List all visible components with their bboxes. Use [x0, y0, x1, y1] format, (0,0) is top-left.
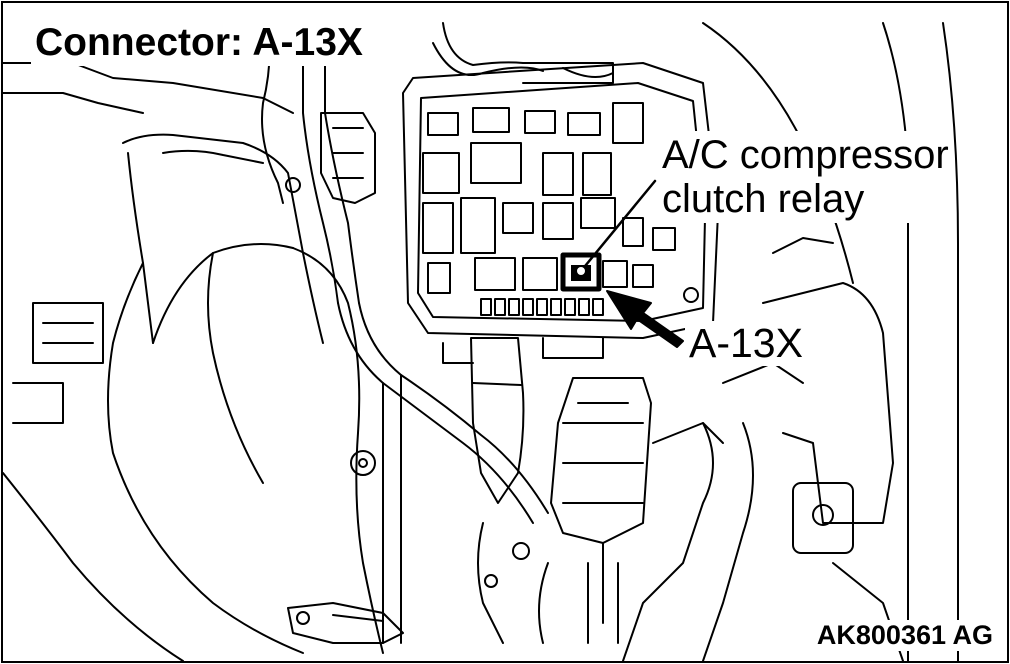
relay-leader-line [579, 179, 657, 273]
relay-callout-label: A/C compressor clutch relay [658, 131, 953, 223]
relay-callout-line1: A/C compressor [662, 133, 949, 177]
diagram-title: Connector: A-13X [31, 21, 369, 66]
right-body-panel [622, 22, 959, 661]
ac-compressor-clutch-relay [560, 252, 602, 292]
reference-code: AK800361 AG [814, 620, 995, 651]
relay-callout-line2: clutch relay [662, 177, 865, 221]
connector-callout-label: A-13X [685, 321, 807, 366]
relay-box [402, 62, 719, 364]
lower-bracket [287, 602, 404, 644]
fuse-row [480, 298, 604, 316]
air-intake-duct [107, 133, 384, 654]
lower-connector-assembly [470, 337, 652, 644]
engine-bay-illustration [3, 22, 959, 661]
connector-arrow [606, 290, 684, 348]
left-engine-cover [3, 62, 294, 661]
